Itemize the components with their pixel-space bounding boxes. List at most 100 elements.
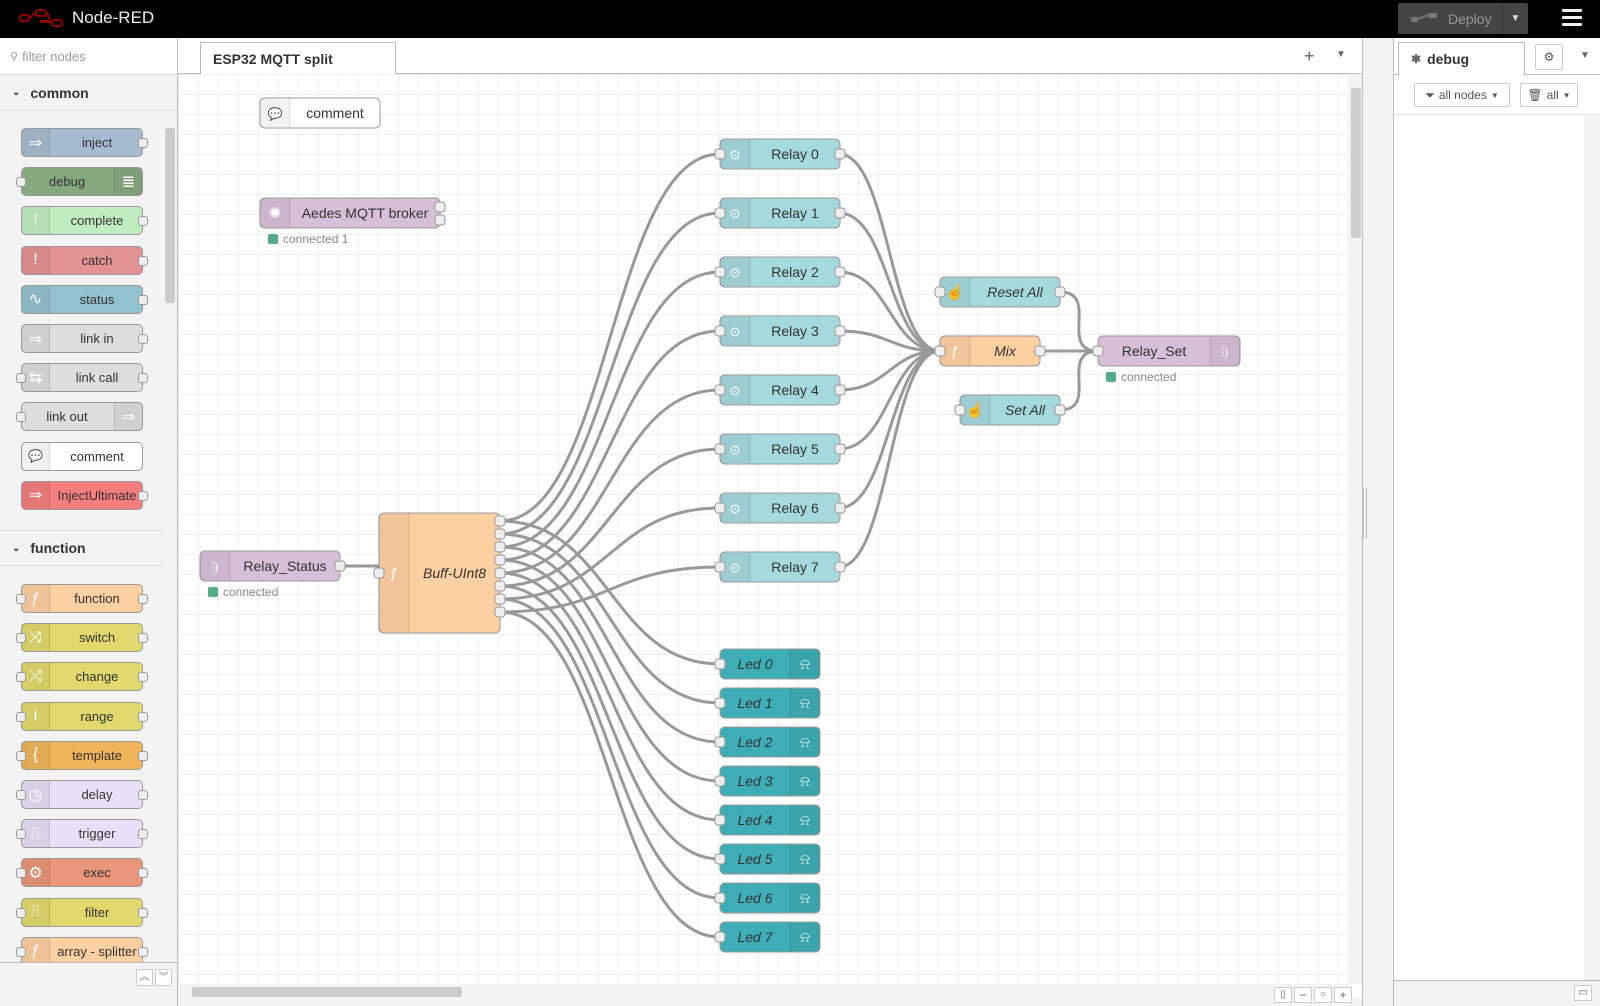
led-node-5[interactable]: ⍾Led 5 [715,844,820,874]
zoom-reset-icon[interactable]: ○ [1314,987,1332,1003]
palette-scrollbar[interactable] [163,116,176,1001]
tab-debug[interactable]: ✱ debug [1398,42,1525,76]
led-node-3[interactable]: ⍾Led 3 [715,766,820,796]
wire[interactable] [839,154,940,351]
node-port[interactable] [715,326,725,336]
node-port[interactable] [374,568,384,578]
node-port[interactable] [935,346,945,356]
led-node-1[interactable]: ⍾Led 1 [715,688,820,718]
node-port[interactable] [835,149,845,159]
relay-switch-node-3[interactable]: ⊙Relay 3 [715,316,845,346]
palette-node-link-out[interactable]: ⇒link out [21,402,143,431]
buff-uint8-function-node[interactable]: ƒBuff-UInt8 [374,513,505,633]
node-port[interactable] [495,568,505,578]
deploy-button[interactable]: Deploy ▼ [1398,3,1528,34]
node-port[interactable] [715,562,725,572]
node-port[interactable] [715,854,725,864]
palette-search[interactable]: ⚲ filter nodes [0,38,177,75]
led-node-2[interactable]: ⍾Led 2 [715,727,820,757]
deploy-menu-chevron-icon[interactable]: ▼ [1502,3,1528,34]
main-menu-icon[interactable] [1562,9,1582,30]
flow-list-chevron-icon[interactable]: ▼ [1336,49,1346,60]
palette-category-function[interactable]: ⌄ function [0,530,163,566]
node-port[interactable] [1055,405,1065,415]
node-port[interactable] [495,542,505,552]
sidebar-scrollbar[interactable] [1584,116,1600,980]
node-port[interactable] [715,267,725,277]
led-node-7[interactable]: ⍾Led 7 [715,922,820,952]
node-port[interactable] [715,149,725,159]
node-port[interactable] [1093,346,1103,356]
node-port[interactable] [715,737,725,747]
node-port[interactable] [715,503,725,513]
node-port[interactable] [835,326,845,336]
wire[interactable] [1060,351,1098,410]
node-port[interactable] [955,405,965,415]
navigator-map-icon[interactable]: ▯ [1274,987,1292,1003]
node-port[interactable] [835,208,845,218]
node-port[interactable] [835,385,845,395]
node-port[interactable] [435,202,445,212]
relay-switch-node-1[interactable]: ⊙Relay 1 [715,198,845,228]
palette-node-link-in[interactable]: ⇒link in [21,324,143,353]
palette-node-template[interactable]: {template [21,741,143,770]
relay-switch-node-0[interactable]: ⊙Relay 0 [715,139,845,169]
node-port[interactable] [715,815,725,825]
node-port[interactable] [835,267,845,277]
relay-switch-node-7[interactable]: ⊙Relay 7 [715,552,845,582]
node-port[interactable] [1055,287,1065,297]
wire[interactable] [500,547,720,742]
zoom-out-icon[interactable]: − [1294,987,1312,1003]
palette-node-trigger[interactable]: ⎍trigger [21,819,143,848]
palette-node-debug[interactable]: ≣debug [21,167,143,196]
node-port[interactable] [495,594,505,604]
flow-canvas[interactable]: 💬comment✺Aedes MQTT brokerconnected 1⦙)R… [178,74,1348,984]
node-port[interactable] [495,529,505,539]
clear-all-dropdown[interactable]: 🗑 all ▼ [1520,83,1578,107]
palette-node-inject[interactable]: ⇒inject [21,128,143,157]
set-all-button-node[interactable]: ☝Set All [955,395,1065,425]
wire[interactable] [839,351,940,567]
palette-node-status[interactable]: ∿status [21,285,143,314]
relay-switch-node-6[interactable]: ⊙Relay 6 [715,493,845,523]
relay-switch-node-2[interactable]: ⊙Relay 2 [715,257,845,287]
node-port[interactable] [495,607,505,617]
collapse-all-button[interactable]: ︽ [136,969,153,986]
expand-all-button[interactable]: ︾ [155,969,172,986]
sidebar-settings-icon[interactable]: ⚙ [1535,44,1563,70]
relay-status-node[interactable]: ⦙)Relay_Statusconnected [200,551,345,599]
wire[interactable] [500,586,720,859]
node-port[interactable] [715,659,725,669]
palette-node-delay[interactable]: ◷delay [21,780,143,809]
filter-nodes-dropdown[interactable]: ⏷ all nodes ▼ [1414,83,1510,107]
mix-function-node[interactable]: ƒMix [935,336,1045,366]
node-port[interactable] [835,503,845,513]
tab-esp32-mqtt-split[interactable]: ESP32 MQTT split [200,42,396,75]
palette-search-input[interactable]: filter nodes [22,49,86,64]
palette-node-catch[interactable]: !catch [21,246,143,275]
palette-node-injectultimate[interactable]: ⇒InjectUltimate [21,481,143,510]
palette-node-filter[interactable]: ⎍filter [21,898,143,927]
canvas-horizontal-scrollbar[interactable] [178,984,1348,998]
wire[interactable] [500,213,720,534]
wire[interactable] [500,272,720,547]
led-node-0[interactable]: ⍾Led 0 [715,649,820,679]
node-port[interactable] [715,698,725,708]
palette-node-function[interactable]: ƒfunction [21,584,143,613]
wire[interactable] [500,390,720,573]
reset-all-button-node[interactable]: ☝Reset All [935,277,1065,307]
node-port[interactable] [1035,346,1045,356]
sidebar-tabs-chevron-icon[interactable]: ▼ [1580,50,1590,61]
wire[interactable] [839,351,940,508]
canvas-vertical-scrollbar[interactable] [1348,74,1362,984]
relay-switch-node-5[interactable]: ⊙Relay 5 [715,434,845,464]
node-port[interactable] [495,581,505,591]
node-port[interactable] [335,561,345,571]
node-port[interactable] [715,776,725,786]
led-node-4[interactable]: ⍾Led 4 [715,805,820,835]
wire[interactable] [500,567,720,612]
node-port[interactable] [715,932,725,942]
zoom-in-icon[interactable]: + [1334,987,1352,1003]
led-node-6[interactable]: ⍾Led 6 [715,883,820,913]
palette-node-exec[interactable]: ⚙exec [21,858,143,887]
